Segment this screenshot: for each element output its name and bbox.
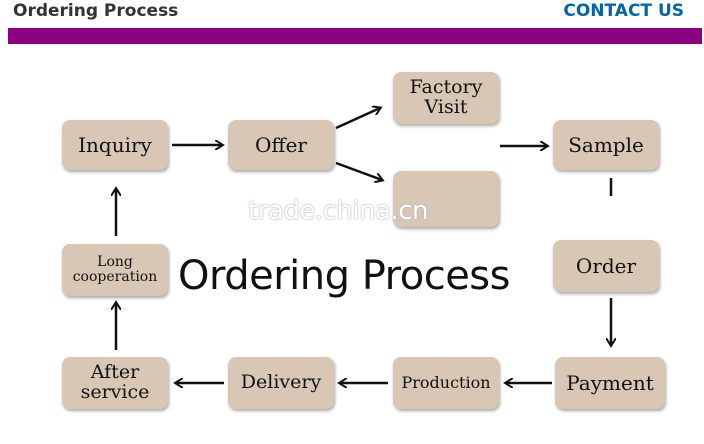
page-title: Ordering Process [13,1,179,21]
step-production: Production [393,357,499,409]
step-after-service: After service [62,357,168,409]
contact-us-link[interactable]: CONTACT US [563,1,684,21]
arrow-offer-to-factory-visit [335,108,380,130]
step-long-cooperation: Long cooperation [62,244,168,296]
step-hidden-behind-watermark [393,171,499,227]
step-factory-visit: Factory Visit [393,72,499,124]
arrow-offer-to-hidden [335,161,382,180]
page-header: Ordering Process CONTACT US [0,0,704,28]
watermark-text: trade.china.cn [248,196,429,226]
step-payment: Payment [555,357,665,409]
step-offer: Offer [228,120,334,170]
step-order: Order [553,240,659,292]
diagram-center-title: Ordering Process [178,253,510,299]
step-inquiry: Inquiry [62,120,168,170]
header-divider-bar [8,28,702,44]
step-sample: Sample [553,120,659,170]
step-delivery: Delivery [228,357,334,409]
